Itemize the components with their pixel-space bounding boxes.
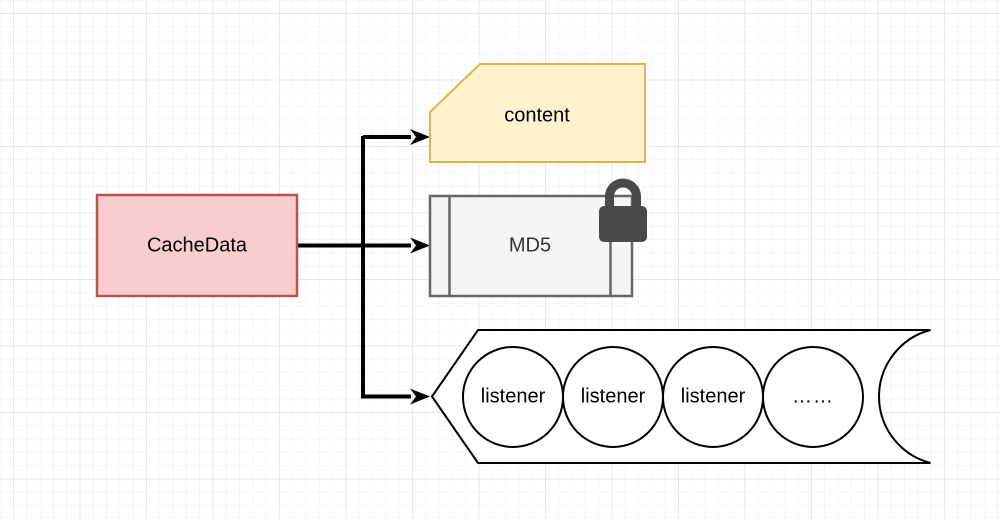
listener-circle-1[interactable] [462,346,564,448]
lock-icon[interactable] [599,178,647,242]
md5-node-box[interactable] [428,194,634,298]
listener-circle-2[interactable] [562,346,664,448]
lock-shackle [605,178,641,208]
md5-node[interactable] [428,194,634,298]
content-node[interactable] [429,63,646,163]
lock-body [599,206,647,242]
listener-circle-more[interactable] [762,346,864,448]
cachedata-node[interactable] [95,193,299,298]
listener-circle-3[interactable] [662,346,764,448]
